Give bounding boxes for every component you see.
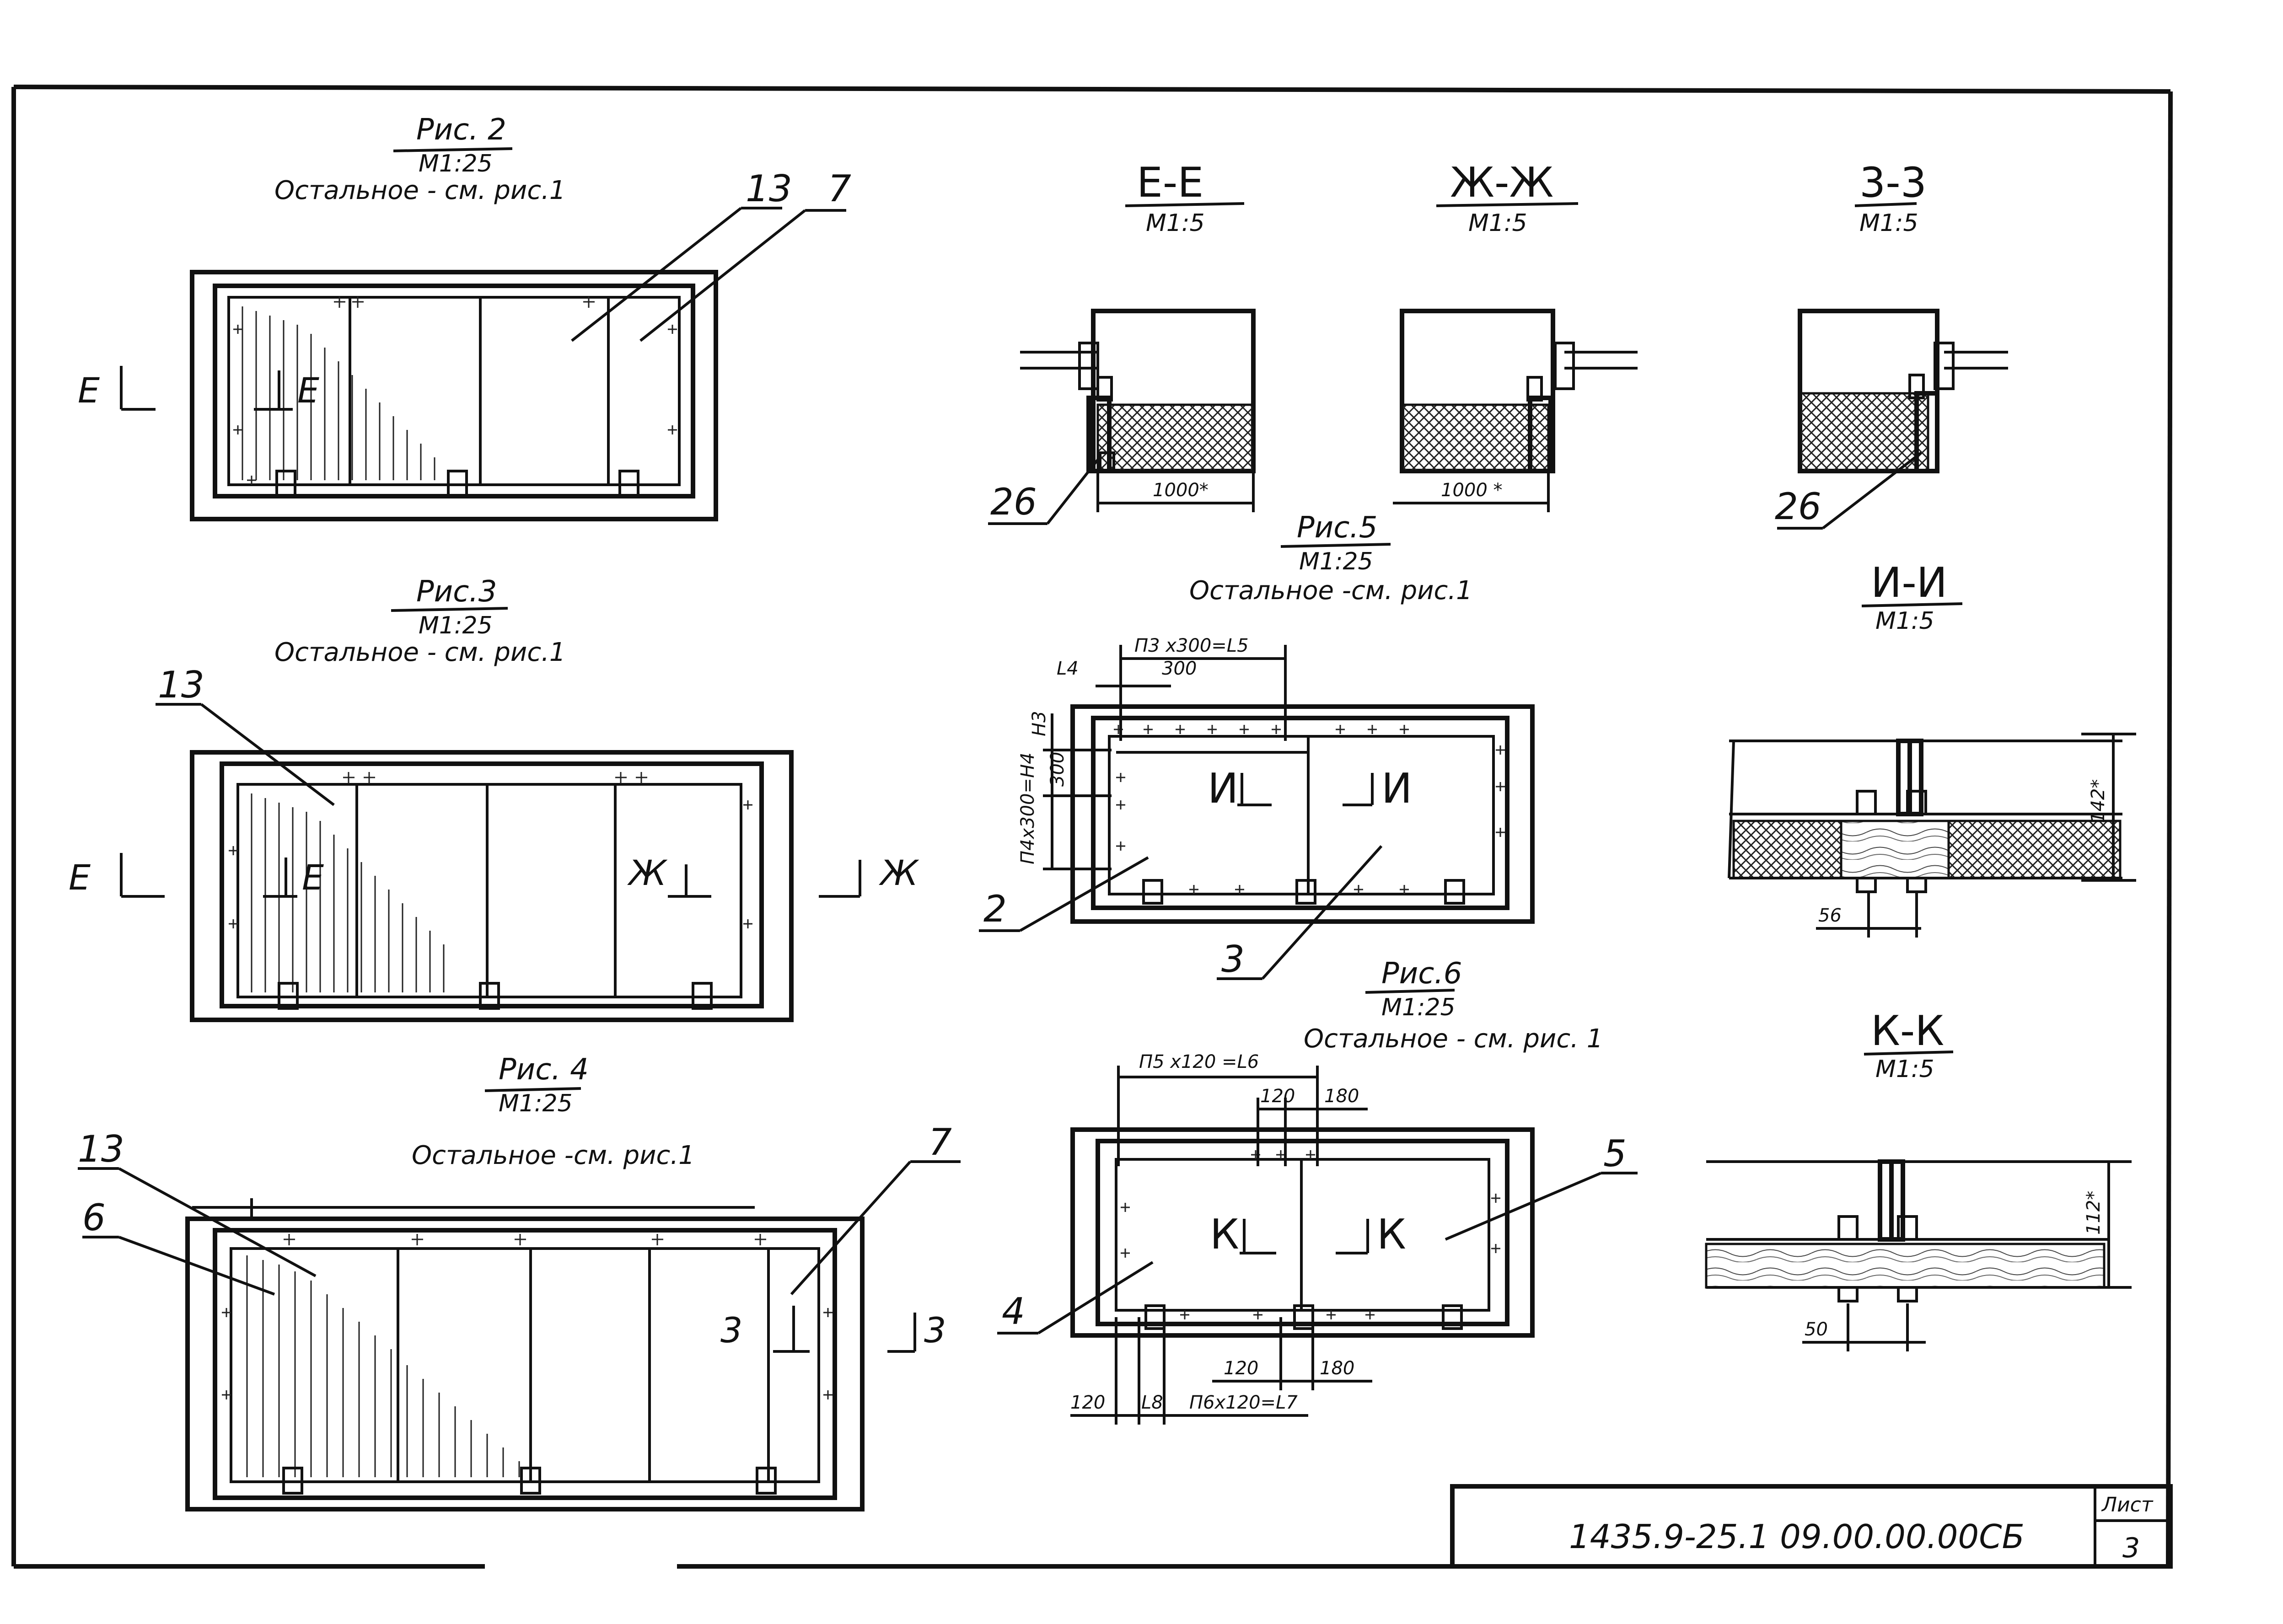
section-ee-title: Е-Е [1137, 159, 1203, 207]
fig6-scale: М1:25 [1381, 994, 1456, 1021]
fig4-scale: М1:25 [499, 1090, 573, 1117]
fig3-cut-left: Е [69, 857, 91, 898]
section-ii-dim-142: 142* [2088, 779, 2109, 823]
fig5-dim-l4: L4 [1057, 658, 1079, 679]
fig6-dim-l6: П5 х120 =L6 [1139, 1051, 1259, 1072]
fig6-dim-l8: L8 [1141, 1392, 1163, 1413]
section-zhzh-dim: 1000 * [1441, 480, 1503, 501]
section-zhzh-scale: М1:5 [1468, 209, 1527, 237]
figure-4: Рис. 4 М1:25 Остальное -см. рис.1 [78, 1053, 961, 1511]
section-ii: И-И М1:5 142* 56 [1728, 559, 2136, 938]
fig6-dim-120-bottom: 120 [1224, 1358, 1258, 1379]
figure-2: Рис. 2 М1:25 Остальное - см. рис.1 [78, 113, 851, 521]
fig5-cut-right: И [1381, 765, 1412, 813]
section-kk-title: К-К [1871, 1007, 1944, 1055]
fig2-cut-left: Е [78, 370, 100, 411]
sheet-label: Лист [2101, 1493, 2154, 1517]
section-ee-scale: М1:5 [1146, 209, 1205, 237]
fig3-note: Остальное - см. рис.1 [274, 638, 566, 667]
fig4-note: Остальное -см. рис.1 [412, 1141, 695, 1170]
fig4-cut-inner: 3 [720, 1310, 742, 1351]
fig2-title: Рис. 2 [416, 113, 506, 147]
fig2-rungs [242, 306, 435, 480]
fig5-dim-h4: П4х300=Н4 [1017, 752, 1038, 864]
sheet-number: 3 [2122, 1532, 2140, 1564]
section-zhzh: Ж-Ж М1:5 1000 * [1393, 159, 1638, 512]
fig3-cut-zh-inner: Ж [627, 852, 668, 893]
section-zz-leader: 26 [1775, 485, 1821, 528]
fig3-rungs [251, 793, 445, 992]
fig5-note: Остальное -см. рис.1 [1189, 576, 1472, 606]
fig4-cut-right: 3 [924, 1310, 946, 1351]
figure-3: Рис.3 М1:25 Остальное - см. рис.1 [69, 575, 919, 1022]
section-kk-dim-112: 112* [2083, 1191, 2104, 1235]
fig3-cut-inner: Е [302, 857, 324, 898]
section-zhzh-title: Ж-Ж [1450, 159, 1553, 207]
fig2-leader-13: 13 [746, 167, 792, 210]
sheet-frame [11, 85, 2173, 1569]
fig6-cut-right: К [1377, 1211, 1406, 1259]
fig6-dim-120-top: 120 [1260, 1086, 1295, 1107]
drawing-code: 1435.9-25.1 09.00.00.00СБ [1569, 1517, 2025, 1556]
fig4-leader-6: 6 [82, 1196, 106, 1239]
fig6-leader-4: 4 [1002, 1290, 1025, 1333]
section-kk: К-К М1:5 112* 50 [1705, 1007, 2132, 1351]
figure-6: Рис.6 М1:25 Остальное - см. рис. 1 П5 х1… [997, 957, 1638, 1425]
fig6-dim-120-left: 120 [1070, 1392, 1105, 1413]
section-zz: 3-3 М1:5 26 [1775, 159, 2008, 530]
title-block: 1435.9-25.1 09.00.00.00СБ Лист 3 [1450, 1484, 2173, 1569]
section-ii-dim-56: 56 [1818, 905, 1842, 926]
fig5-dim-300-vert: 300 [1047, 752, 1068, 787]
section-kk-dim-50: 50 [1805, 1319, 1828, 1340]
fig2-leader-7: 7 [828, 167, 851, 210]
section-ee-leader: 26 [990, 481, 1037, 523]
fig2-scale: М1:25 [419, 150, 493, 177]
fig6-dim-180-top: 180 [1324, 1086, 1359, 1107]
section-ee: Е-Е М1:5 1000* 26 [988, 159, 1256, 525]
fig5-cut-left: И [1208, 765, 1238, 813]
fig5-leader-3: 3 [1221, 938, 1245, 981]
section-zz-scale: М1:5 [1859, 209, 1918, 237]
section-ii-scale: М1:5 [1875, 607, 1934, 635]
fig3-title: Рис.3 [416, 575, 497, 609]
fig2-cut-inner: Е [297, 370, 319, 411]
fig5-leader-2: 2 [983, 888, 1007, 930]
fig5-dim-h3: Н3 [1029, 711, 1050, 736]
fig3-leader-13: 13 [158, 664, 204, 706]
fig6-note: Остальное - см. рис. 1 [1304, 1024, 1603, 1054]
section-ii-title: И-И [1871, 559, 1947, 607]
fig3-cut-zh-right: Ж [879, 852, 919, 893]
fig4-leader-7: 7 [929, 1121, 952, 1163]
section-zz-title: 3-3 [1859, 159, 1927, 207]
fig6-leader-5: 5 [1603, 1132, 1627, 1175]
fig4-rungs [246, 1255, 520, 1477]
fig5-dim-300: 300 [1162, 658, 1197, 679]
fig5-dim-l5: П3 х300=L5 [1134, 635, 1249, 656]
section-kk-scale: М1:5 [1875, 1056, 1934, 1083]
fig4-title: Рис. 4 [499, 1053, 589, 1087]
fig5-title: Рис.5 [1297, 511, 1377, 545]
section-ee-dim: 1000* [1153, 480, 1209, 501]
figure-5: Рис.5 М1:25 Остальное -см. рис.1 П3 х300… [979, 511, 1535, 981]
fig3-scale: М1:25 [419, 612, 493, 639]
fig6-cut-left: К [1210, 1211, 1239, 1259]
fig6-dim-180-bottom: 180 [1320, 1358, 1354, 1379]
fig5-scale: М1:25 [1299, 548, 1373, 575]
fig6-dim-l7: П6х120=L7 [1189, 1392, 1298, 1413]
fig4-leader-13: 13 [78, 1128, 124, 1170]
fig6-title: Рис.6 [1381, 957, 1462, 991]
fig2-note: Остальное - см. рис.1 [274, 176, 566, 205]
